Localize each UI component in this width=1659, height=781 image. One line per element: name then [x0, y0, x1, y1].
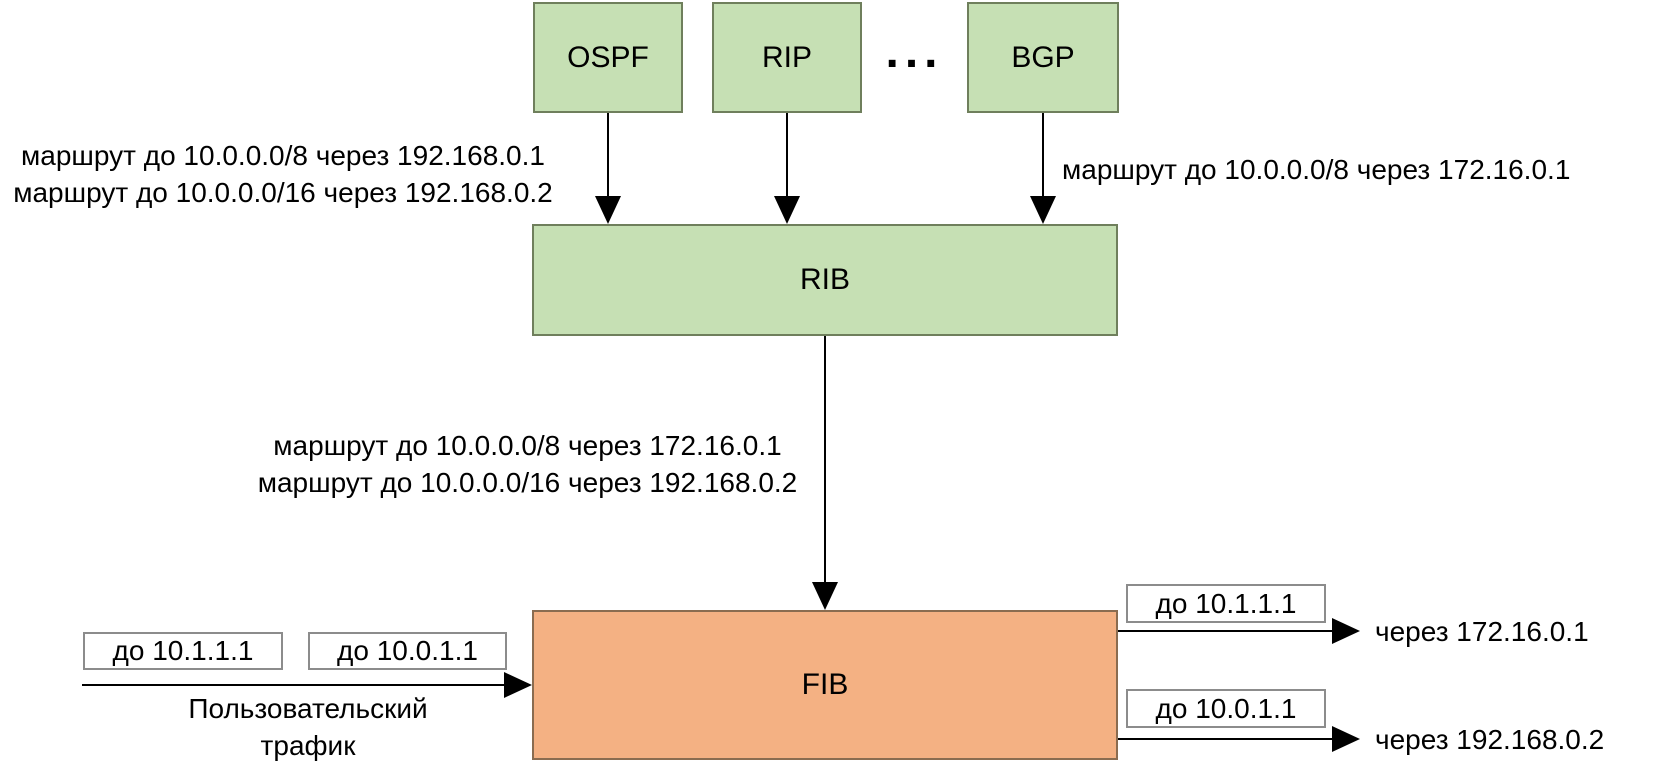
node-fib: FIB [532, 610, 1118, 760]
node-rib: RIB [532, 224, 1118, 336]
outgoing-packet-box-1: до 10.1.1.1 [1126, 584, 1326, 623]
arrow-line [786, 113, 788, 196]
arrowhead-right-icon [1332, 726, 1360, 752]
arrow-line [824, 336, 826, 582]
label-user-traffic: Пользовательский трафик [133, 690, 483, 764]
outgoing-packet-box-2: до 10.0.1.1 [1126, 689, 1326, 728]
arrow-line [1118, 738, 1334, 740]
rib-to-fib-route-line: маршрут до 10.0.0.0/8 через 172.16.0.1 [273, 430, 782, 461]
user-traffic-line: Пользовательский [188, 693, 428, 724]
igp-route-line: маршрут до 10.0.0.0/16 через 192.168.0.2 [13, 177, 553, 208]
arrowhead-down-icon [595, 196, 621, 224]
incoming-packet-box-1: до 10.1.1.1 [83, 632, 283, 670]
arrowhead-down-icon [1030, 196, 1056, 224]
incoming-packet-box-2: до 10.0.1.1 [308, 632, 507, 670]
arrowhead-down-icon [774, 196, 800, 224]
node-bgp: BGP [967, 2, 1119, 113]
arrow-line [82, 684, 506, 686]
arrowhead-right-icon [1332, 618, 1360, 644]
arrow-line [607, 113, 609, 196]
rib-to-fib-route-line: маршрут до 10.0.0.0/16 через 192.168.0.2 [257, 467, 798, 498]
node-rip: RIP [712, 2, 862, 113]
label-bgp-route: маршрут до 10.0.0.0/8 через 172.16.0.1 [1062, 154, 1571, 185]
arrow-line [1118, 630, 1334, 632]
arrowhead-down-icon [812, 582, 838, 610]
user-traffic-line: трафик [260, 730, 356, 761]
protocols-ellipsis: ... [885, 25, 944, 78]
igp-route-line: маршрут до 10.0.0.0/8 через 192.168.0.1 [21, 140, 545, 171]
arrow-line [1042, 113, 1044, 196]
label-rib-to-fib-routes: маршрут до 10.0.0.0/8 через 172.16.0.1 м… [225, 427, 830, 501]
label-via-1: через 172.16.0.1 [1375, 616, 1589, 647]
label-via-2: через 192.168.0.2 [1375, 724, 1605, 755]
label-igp-routes: маршрут до 10.0.0.0/8 через 192.168.0.1 … [0, 137, 566, 211]
arrowhead-right-icon [504, 672, 532, 698]
node-ospf: OSPF [533, 2, 683, 113]
